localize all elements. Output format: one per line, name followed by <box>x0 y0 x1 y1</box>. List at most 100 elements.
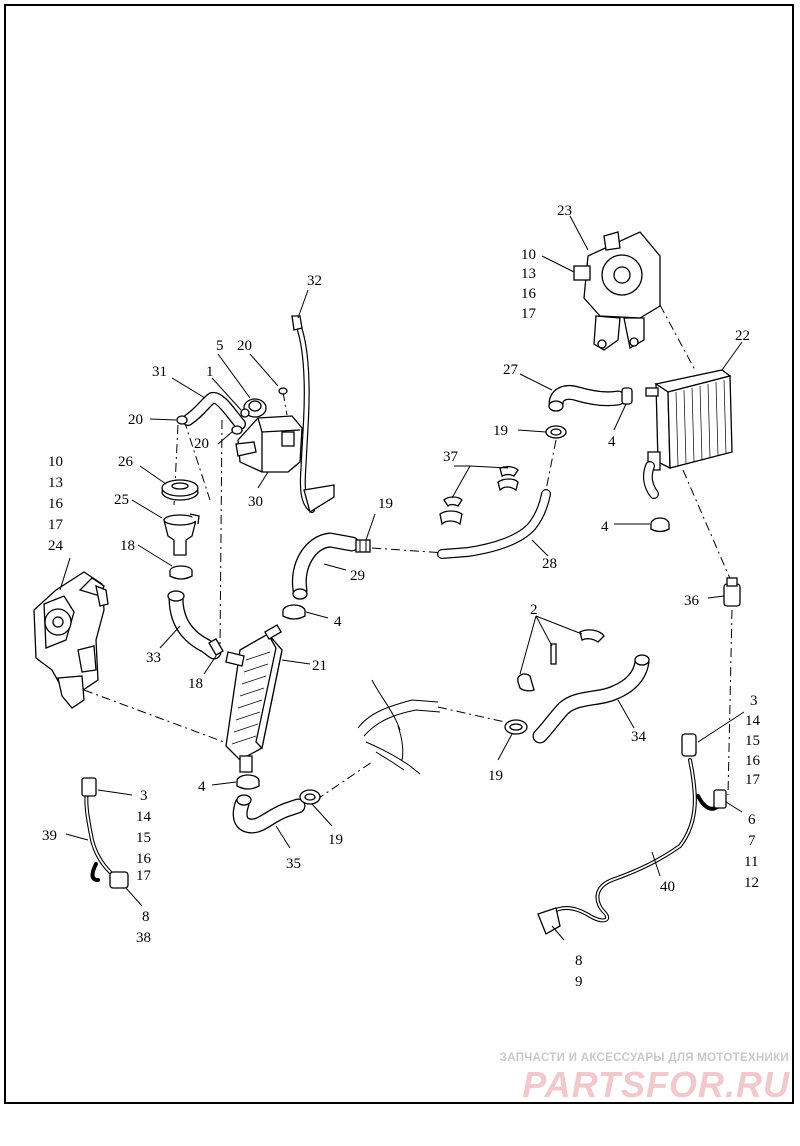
label-39-note-14: 14 <box>136 809 152 825</box>
label-40-note-17: 17 <box>745 772 761 788</box>
label-19: 19 <box>493 423 508 439</box>
label-18: 18 <box>188 676 203 692</box>
part-18-clamp-lower <box>208 638 224 656</box>
part-29-hose <box>291 532 360 600</box>
part-35-hose <box>232 794 306 834</box>
label-23-note-16: 16 <box>521 286 537 302</box>
label-19: 19 <box>488 768 503 784</box>
label-23-note-10: 10 <box>521 247 536 263</box>
part-labels: 32 5 20 31 1 20 20 26 30 25 18 10 13 16 … <box>42 203 761 990</box>
label-40: 40 <box>660 879 675 895</box>
label-20: 20 <box>128 412 143 428</box>
label-24-note-13: 13 <box>48 475 63 491</box>
drawing-frame <box>4 4 794 1104</box>
label-36: 36 <box>684 593 700 609</box>
part-21-radiator-left <box>225 624 283 773</box>
label-31: 31 <box>152 364 167 380</box>
label-24-note-17: 17 <box>48 517 64 533</box>
label-23-note-17: 17 <box>521 306 537 322</box>
part-4-clamp-b <box>236 774 260 790</box>
label-39: 39 <box>42 828 57 844</box>
label-28: 28 <box>542 556 557 572</box>
label-39-note-3: 3 <box>140 788 148 804</box>
label-21: 21 <box>312 658 327 674</box>
label-20: 20 <box>194 436 209 452</box>
label-39-note-17: 17 <box>136 868 152 884</box>
label-40-note-7: 7 <box>748 833 756 849</box>
watermark-logo[interactable]: PARTSFOR.RU <box>522 1064 790 1105</box>
label-24: 24 <box>48 538 64 554</box>
label-39-note-8: 8 <box>142 909 150 925</box>
part-23-fan-assembly <box>573 231 661 351</box>
label-19: 19 <box>328 832 343 848</box>
part-40-wire-harness <box>537 733 727 935</box>
label-37: 37 <box>443 449 459 465</box>
label-40-note-6: 6 <box>748 812 756 828</box>
label-29: 29 <box>350 568 365 584</box>
label-40-note-9: 9 <box>575 974 583 990</box>
label-23-note-13: 13 <box>521 266 536 282</box>
part-19-clamp-b <box>299 789 321 805</box>
part-30-reservoir <box>235 415 303 473</box>
label-39-note-16: 16 <box>136 851 152 867</box>
part-4-clamp-d <box>650 517 670 533</box>
label-40-note-15: 15 <box>745 733 760 749</box>
label-20: 20 <box>237 338 252 354</box>
label-39-note-38: 38 <box>136 930 151 946</box>
label-34: 34 <box>631 729 647 745</box>
part-26-radiator-cap <box>161 479 199 501</box>
label-40-note-14: 14 <box>745 713 761 729</box>
label-4: 4 <box>334 614 342 630</box>
frame-section <box>357 679 441 775</box>
label-32: 32 <box>307 273 322 289</box>
label-1: 1 <box>206 364 214 380</box>
label-27: 27 <box>503 362 519 378</box>
part-19-clamp-a <box>355 539 371 553</box>
label-18: 18 <box>120 538 135 554</box>
label-33: 33 <box>146 650 161 666</box>
part-34-hose <box>532 654 650 744</box>
label-40-note-8: 8 <box>575 953 583 969</box>
part-2-clips <box>517 629 605 692</box>
part-22-radiator-right <box>645 369 733 471</box>
part-18-clamp-upper <box>169 565 193 580</box>
label-26: 26 <box>118 454 134 470</box>
label-24-note-16: 16 <box>48 496 64 512</box>
part-19-clamp-d <box>504 719 528 735</box>
label-25: 25 <box>114 492 129 508</box>
label-40-note-12: 12 <box>744 875 759 891</box>
watermark-tagline: ЗАПЧАСТИ И АКСЕССУАРЫ ДЛЯ МОТОТЕХНИКИ <box>499 1052 789 1064</box>
part-1-grommet <box>240 408 250 418</box>
label-4: 4 <box>198 779 206 795</box>
part-27-hose <box>548 384 626 412</box>
part-4-clamp-c <box>621 387 633 405</box>
label-35: 35 <box>286 856 301 872</box>
leader-lines <box>59 215 745 941</box>
part-31-small-hose <box>182 391 246 430</box>
label-30: 30 <box>248 494 263 510</box>
part-36-sensor <box>723 577 741 607</box>
part-outlet-stub <box>642 461 659 499</box>
label-39-note-15: 15 <box>136 830 151 846</box>
part-32-overflow-tube <box>291 315 335 514</box>
label-23: 23 <box>557 203 572 219</box>
part-20-clamps <box>176 387 288 435</box>
label-40-note-16: 16 <box>745 753 761 769</box>
part-4-clamp-a <box>282 604 306 620</box>
part-33-hose <box>167 590 222 660</box>
label-4: 4 <box>608 434 616 450</box>
part-28-hose <box>437 489 551 559</box>
part-37-clips <box>439 466 519 526</box>
part-39-wire-harness <box>81 777 129 889</box>
label-4: 4 <box>601 519 609 535</box>
part-5-cap <box>243 398 267 418</box>
label-5: 5 <box>216 338 224 354</box>
label-24-note-10: 10 <box>48 454 63 470</box>
label-2: 2 <box>530 602 538 618</box>
part-24-fan-bracket <box>33 571 109 709</box>
label-22: 22 <box>735 328 750 344</box>
assembly-guide-lines <box>83 304 736 801</box>
label-40-note-11: 11 <box>744 854 758 870</box>
part-25-filler-neck <box>163 513 200 556</box>
